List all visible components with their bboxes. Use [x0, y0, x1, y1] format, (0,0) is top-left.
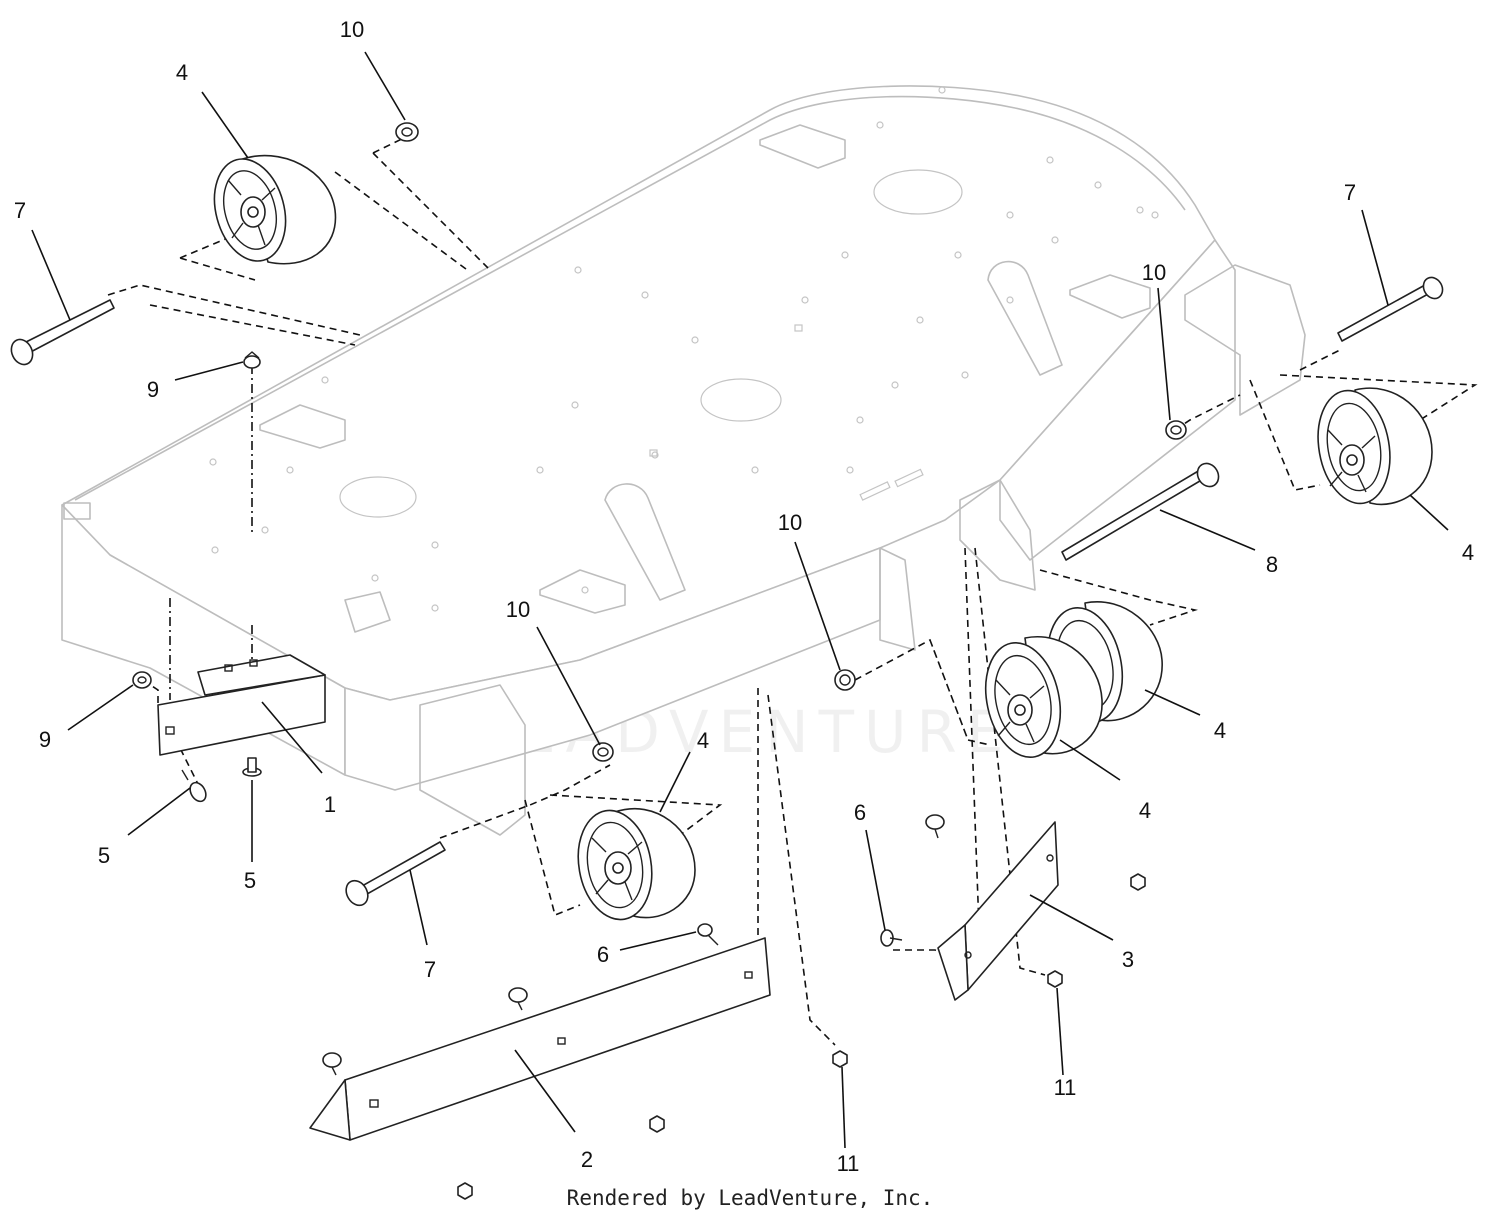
- dash-pin-7-right: [1299, 349, 1341, 371]
- flange-nut-10-center: [834, 669, 856, 691]
- callout-2: 2: [581, 1147, 593, 1172]
- roller-wheel-top-left: [213, 154, 337, 265]
- hex-nut-11-c: [832, 1050, 848, 1068]
- callout-4: 4: [176, 60, 188, 85]
- callout-5: 5: [98, 843, 110, 868]
- callout-6: 6: [597, 942, 609, 967]
- flange-nut-10-front: [592, 742, 614, 762]
- flange-nut-10-top: [395, 122, 419, 142]
- callout-labels: 4 10 7 9 9 1 5 5 7 10 4 6 2 11 10 4 4 6 …: [14, 17, 1474, 1176]
- roller-wheel-right: [1317, 387, 1433, 506]
- callout-11: 11: [837, 1151, 860, 1176]
- carriage-bolt-6-right: [880, 929, 903, 947]
- carriage-bolt-6-front: [697, 923, 719, 946]
- callout-7: 7: [14, 198, 26, 223]
- callout-1: 1: [324, 792, 336, 817]
- callout-4: 4: [1139, 798, 1151, 823]
- dashdot-skid-1: [169, 598, 253, 700]
- hex-nut-11-d: [1130, 873, 1146, 891]
- carriage-bolt-5-a: [181, 769, 207, 803]
- callout-5: 5: [244, 868, 256, 893]
- deck-corner-tube: [63, 502, 91, 520]
- leader-lines: [31, 51, 1449, 1149]
- carriage-bolt-6-a: [508, 987, 528, 1011]
- callout-4: 4: [697, 728, 709, 753]
- callout-9: 9: [39, 727, 51, 752]
- roller-wheel-front: [577, 807, 696, 921]
- axle-bolt-7-front: [345, 841, 446, 907]
- dash-wheel-4-pair-top: [1039, 569, 1198, 626]
- callout-10: 10: [1142, 260, 1166, 285]
- deck-small-holes: [209, 86, 1159, 612]
- axle-bolt-7-right: [1337, 276, 1444, 342]
- flange-bolt-9-left: [132, 671, 152, 689]
- hex-nut-11-b: [457, 1182, 473, 1200]
- axle-bolt-8: [1061, 462, 1220, 561]
- skid-plate-3: [937, 821, 1059, 1001]
- deck-brackets: [259, 124, 1151, 633]
- deck-roller-mounts: [419, 264, 1306, 836]
- callout-4: 4: [1462, 540, 1474, 565]
- callout-10: 10: [778, 510, 802, 535]
- dash-skid-3: [964, 547, 1046, 976]
- carriage-bolt-6-c: [925, 814, 945, 839]
- dash-skid-2: [757, 688, 836, 1046]
- callout-11: 11: [1054, 1075, 1077, 1100]
- callout-10: 10: [340, 17, 364, 42]
- axle-bolt-7-left: [10, 299, 115, 366]
- deck-right-skirt: [999, 239, 1236, 561]
- callout-10: 10: [506, 597, 530, 622]
- render-credit: Rendered by LeadVenture, Inc.: [566, 1186, 934, 1210]
- dash-wheel-pair: [854, 638, 991, 746]
- hex-nut-11-e: [1047, 970, 1063, 988]
- deck-edge-line: [74, 95, 1186, 501]
- skid-plate-2: [309, 937, 771, 1141]
- carriage-bolt-5-b: [242, 757, 262, 777]
- dash-nut-10-top: [372, 134, 489, 269]
- callout-6: 6: [854, 800, 866, 825]
- roller-wheel-pair-front: [984, 636, 1103, 759]
- mower-deck: [61, 85, 1306, 836]
- carriage-bolt-6-b: [322, 1052, 342, 1076]
- dash-wheel-4-right: [1249, 374, 1478, 491]
- callout-4: 4: [1214, 718, 1226, 743]
- callout-3: 3: [1122, 947, 1134, 972]
- callout-8: 8: [1266, 552, 1278, 577]
- spindle-hole-left: [339, 476, 417, 518]
- flange-nut-10-right: [1165, 420, 1187, 440]
- flange-bolt-9-top: [243, 351, 261, 369]
- assembly-lines: [107, 134, 1478, 1046]
- spindle-hole-rear: [873, 169, 963, 215]
- spindle-hole-center: [700, 378, 782, 422]
- dash-pin-7-left: [107, 284, 361, 346]
- hex-nut-11-a: [649, 1115, 665, 1133]
- callout-9: 9: [147, 377, 159, 402]
- callout-7: 7: [1344, 180, 1356, 205]
- skid-plate-1: [157, 654, 326, 756]
- callout-7: 7: [424, 957, 436, 982]
